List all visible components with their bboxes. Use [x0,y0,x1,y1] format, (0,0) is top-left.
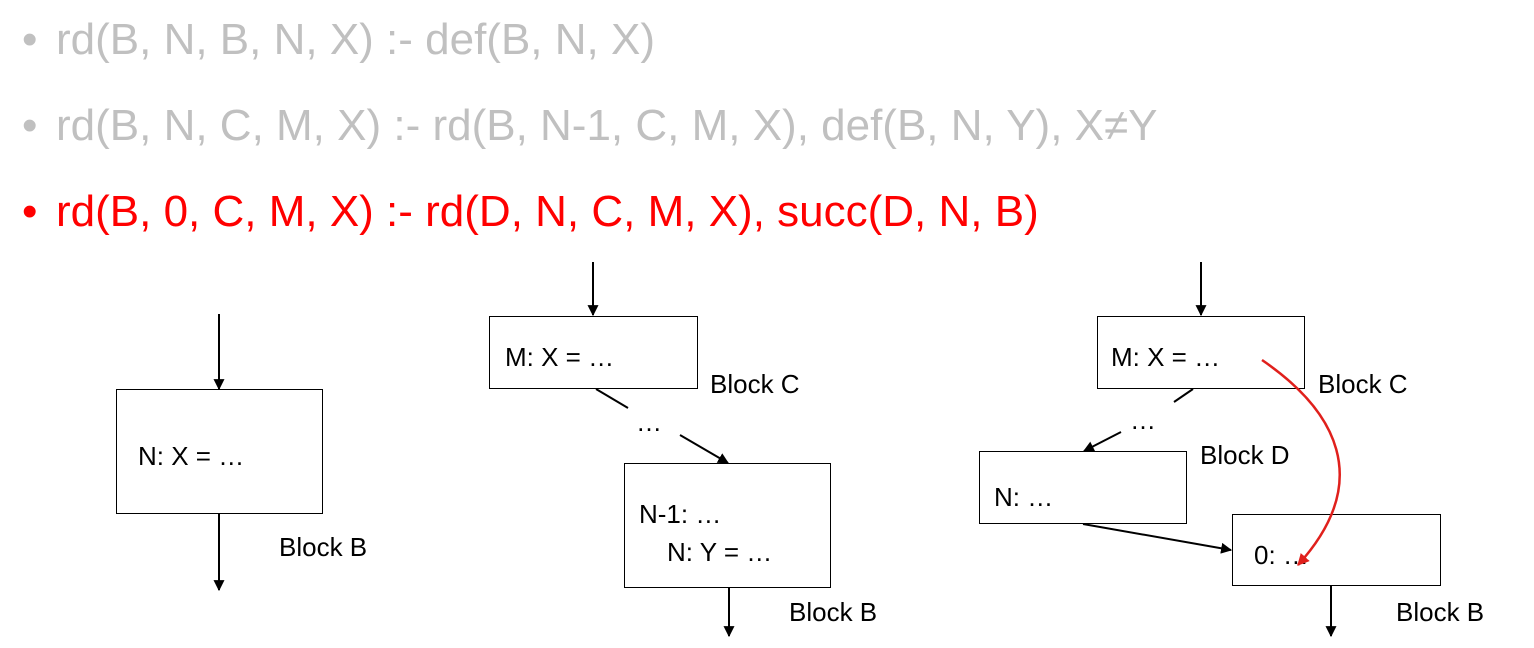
diagram3-block-d-label: Block D [1200,440,1290,470]
diagram1-block-b-code: N: X = … [138,441,245,471]
diagram1-block-b-label: Block B [279,532,368,562]
diagram3-to-d-arrow [1083,431,1122,452]
rule-3: • rd(B, 0, C, M, X) :- rd(D, N, C, M, X),… [22,186,1039,238]
rule-1: • rd(B, N, B, N, X) :- def(B, N, X) [22,14,655,66]
diagram3-block-b [1232,514,1441,586]
diagram2-block-c [489,316,698,389]
diagram3-block-d [979,451,1187,524]
diagram2-ellipsis: … [636,407,662,437]
diagram3-d-to-b-arrow [1082,523,1233,554]
diagram2-block-c-code: M: X = … [505,342,615,372]
diagram3-block-c-code: M: X = … [1111,342,1221,372]
diagram3-block-c-label: Block C [1318,369,1408,399]
bullet: • [22,15,38,64]
diagram2-block-b-line2: N: Y = … [667,537,773,567]
diagram3-block-c [1097,316,1305,389]
diagram2-block-b-line1: N-1: … [639,499,722,529]
diagram2-block-c-label: Block C [710,369,800,399]
rule-text: rd(B, N, C, M, X) :- rd(B, N-1, C, M, X)… [56,101,1158,150]
diagram3-block-d-code: N: … [994,482,1054,512]
diagram2-c-path [595,388,629,409]
diagram3-reaching-def-arrow [1261,358,1341,566]
diagram3-ellipsis: … [1130,405,1156,435]
bullet: • [22,187,38,236]
diagram2-block-b-label: Block B [789,597,878,627]
rule-text: rd(B, 0, C, M, X) :- rd(D, N, C, M, X), … [56,187,1039,236]
rule-text: rd(B, N, B, N, X) :- def(B, N, X) [56,15,655,64]
diagram3-c-path [1173,388,1194,403]
diagram1-block-b [116,389,323,514]
bullet: • [22,101,38,150]
diagram3-block-b-label: Block B [1396,597,1485,627]
rule-2: • rd(B, N, C, M, X) :- rd(B, N-1, C, M, X… [22,100,1157,152]
diagram2-to-b-arrow [679,434,729,464]
